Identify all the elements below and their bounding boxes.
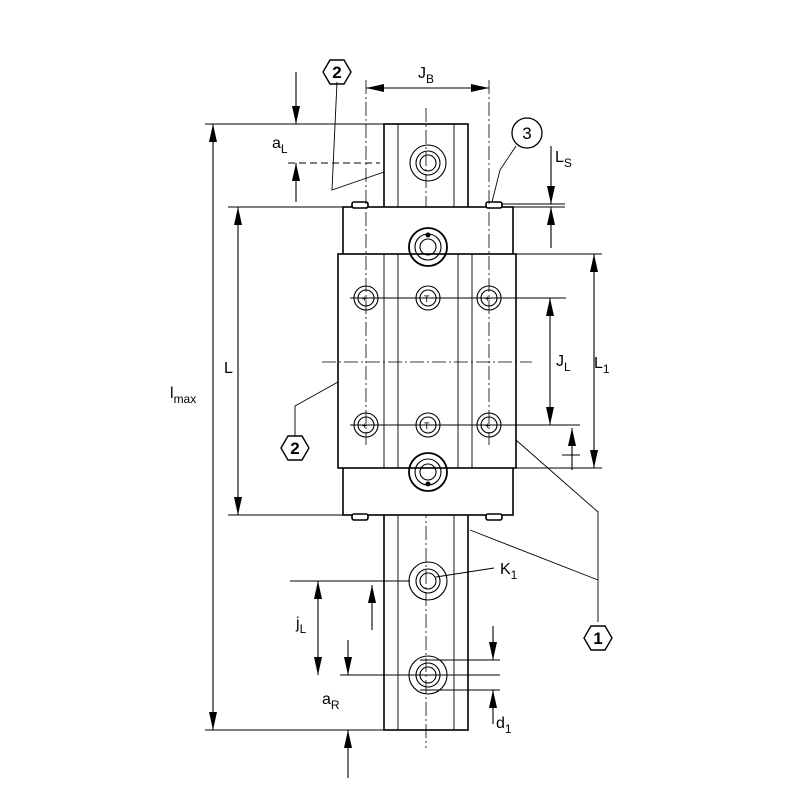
dimension-L: L bbox=[224, 207, 242, 515]
dimension-J-B: JB bbox=[366, 65, 489, 92]
extension-lines bbox=[205, 123, 602, 731]
lube-nipple-bottom bbox=[408, 452, 448, 492]
callout-circle-3: 3 bbox=[511, 117, 543, 149]
dimension-a-R: aR bbox=[322, 640, 352, 778]
callout-hex-2-left: 2 bbox=[280, 435, 310, 461]
leader-K1: K1 bbox=[435, 561, 518, 582]
dimension-d1: d1 bbox=[489, 626, 512, 736]
dimension-j-L: jL bbox=[295, 581, 322, 675]
svg-text:2: 2 bbox=[332, 63, 341, 82]
dimension-L-S: LS bbox=[547, 146, 572, 248]
svg-text:L: L bbox=[224, 360, 233, 377]
svg-text:d1: d1 bbox=[496, 715, 512, 736]
svg-text:L1: L1 bbox=[594, 355, 610, 376]
dimension-l-max: lmax bbox=[170, 124, 217, 730]
lube-nipple-top bbox=[408, 227, 448, 267]
svg-text:aL: aL bbox=[272, 135, 288, 156]
dimension-J-L: JL bbox=[546, 298, 571, 425]
svg-text:3: 3 bbox=[522, 124, 531, 143]
svg-text:+: + bbox=[362, 421, 367, 431]
svg-text:+: + bbox=[485, 294, 490, 304]
svg-text:aR: aR bbox=[322, 691, 340, 712]
svg-text:1: 1 bbox=[593, 629, 602, 648]
svg-text:JL: JL bbox=[556, 353, 571, 374]
callout-hex-1: 1 bbox=[583, 625, 613, 651]
reference-arrows bbox=[368, 428, 580, 630]
svg-text:T: T bbox=[424, 294, 430, 304]
svg-text:lmax: lmax bbox=[170, 385, 196, 406]
dimension-a-L: aL bbox=[272, 72, 300, 202]
callout-hex-2-top: 2 bbox=[322, 59, 352, 85]
rail-hole-top bbox=[409, 144, 447, 182]
svg-text:+: + bbox=[485, 421, 490, 431]
svg-text:jL: jL bbox=[295, 615, 307, 636]
svg-text:T: T bbox=[424, 421, 430, 431]
dimension-L1: L1 bbox=[590, 254, 610, 468]
svg-text:LS: LS bbox=[555, 149, 572, 170]
svg-text:K1: K1 bbox=[500, 561, 518, 582]
svg-text:JB: JB bbox=[418, 65, 434, 86]
svg-text:+: + bbox=[362, 294, 367, 304]
svg-text:2: 2 bbox=[290, 439, 299, 458]
leader-lines bbox=[294, 81, 599, 622]
